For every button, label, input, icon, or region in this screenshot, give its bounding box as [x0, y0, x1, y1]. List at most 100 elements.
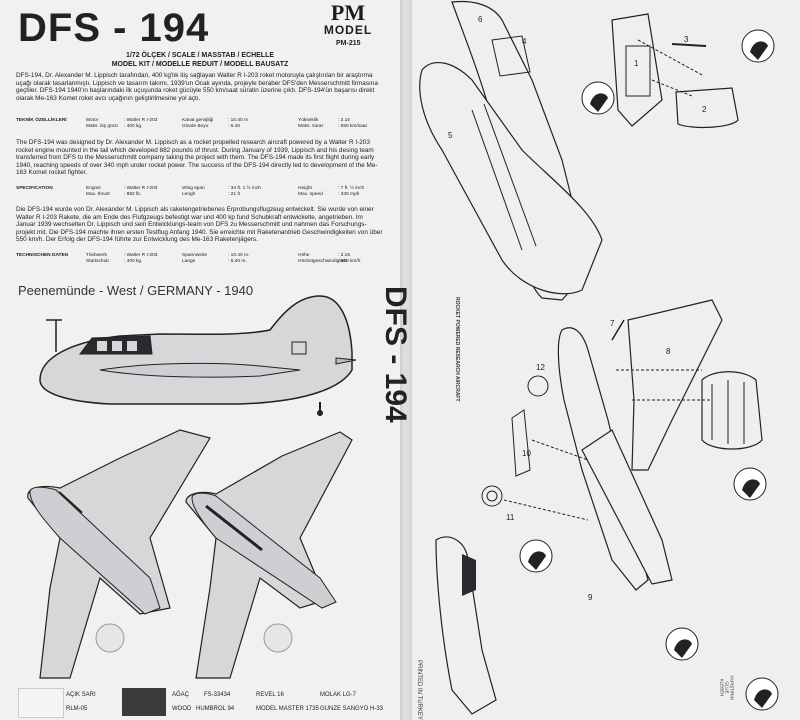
part-number: 6 — [478, 15, 483, 24]
part-1-outline — [611, 13, 663, 127]
part-number: 2 — [702, 105, 707, 114]
part-11-outline — [481, 485, 503, 507]
spec-cell: : 10.40 m — [228, 118, 248, 123]
scale-line: 1/72 ÖLÇEK / SCALE / MASSTAB / ECHELLE — [125, 52, 275, 59]
spec-cell: Gövde Boyu — [182, 124, 209, 129]
spec-cell: Height — [298, 186, 312, 191]
glue-marker — [733, 467, 767, 501]
part-number: 5 — [448, 131, 453, 140]
part-number: 12 — [536, 363, 545, 372]
planform-drawings — [27, 429, 353, 679]
spec-cell: Maks. itiş gücü — [86, 124, 118, 129]
paint-molak: MOLAK LG-7 — [320, 692, 357, 698]
part-number: 1 — [634, 59, 639, 68]
part-12-outline — [527, 375, 549, 397]
spec-cell: Triebwerk — [86, 253, 107, 258]
paint-gunze: GUNZE SANGYO H-33 — [320, 706, 384, 712]
spec-cell: : 7 ft. ½ inch — [338, 186, 365, 191]
spec-cell: : Walter R I-203 — [124, 186, 158, 191]
spec-cell: : Walter R I-203 — [124, 118, 158, 123]
glue-marker — [581, 81, 615, 115]
spec-cell: Max. thrust — [86, 192, 110, 197]
page-gutter — [400, 0, 412, 720]
printed-in-label: PRINTED IN TURKEY — [416, 660, 422, 720]
turkish-text: DFS-194, Dr. Alexander M. Lippisch taraf… — [16, 72, 378, 102]
german-specs: TECHNISCHEN DATEN Triebwerk : Walter R I… — [16, 253, 384, 265]
glue-marker — [519, 539, 553, 573]
spec-cell: Yükseklik — [298, 118, 319, 123]
location-caption: Peenemünde - West / GERMANY - 1940 — [18, 283, 254, 298]
paint-1-ref: RLM-05 — [66, 706, 88, 712]
spec-cell: Lange — [182, 259, 196, 264]
part-3-outline — [671, 43, 707, 47]
turkish-specs: TEKNİK ÖZELLİKLERİ Motor : Walter R I-20… — [16, 118, 384, 130]
paint-2-alt: WOOD — [172, 706, 192, 712]
glue-legend: YAPIŞTIRIN GLUE KLEBEN — [719, 675, 735, 700]
english-text: The DFS-194 was designed by Dr. Alexande… — [16, 139, 378, 177]
paint-2-name: AĞAÇ — [172, 692, 190, 698]
part-number: 4 — [522, 37, 527, 46]
spec-cell: : 882 lb. — [124, 192, 142, 197]
glue-marker — [665, 627, 699, 661]
spec-cell: : 2.15 — [338, 253, 351, 258]
part-number: 11 — [506, 513, 515, 522]
spec-cell: Höhe — [298, 253, 310, 258]
spec-label: TEKNİK ÖZELLİKLERİ — [16, 118, 67, 123]
completed-fuselage-outline — [435, 536, 497, 715]
logo-model: MODEL — [323, 23, 373, 37]
part-number: 9 — [588, 593, 593, 602]
logo-pm: PM — [330, 0, 366, 25]
paint-chart: AÇIK SARI RLM-05 AĞAÇ WOOD FS-33434 HUMB… — [0, 684, 400, 720]
paint-1-name: AÇIK SARI — [66, 692, 96, 698]
spec-cell: : 340 mph — [338, 192, 360, 197]
left-page: DFS - 194 PM MODEL PM-215 1/72 ÖLÇEK / S… — [0, 0, 400, 720]
spec-cell: Spannweite — [182, 253, 208, 258]
kit-line: MODEL KIT / MODELLE REDUIT / MODELL BAUS… — [111, 61, 289, 68]
paint-model-master: MODEL MASTER 1735 — [256, 706, 319, 712]
part-number-labels: 1 2 3 4 5 6 7 8 9 10 11 12 — [448, 15, 707, 602]
spec-cell: Max. speed — [298, 192, 323, 197]
swatch-light-yellow — [18, 688, 64, 718]
paint-revel: REVEL 16 — [256, 692, 284, 698]
spec-cell: Motor — [86, 118, 99, 123]
spec-cell: Engine — [86, 186, 101, 191]
spec-cell: : 550 km/h — [338, 259, 361, 264]
spec-cell: : 10.40 m. — [228, 253, 250, 258]
paint-2-humbrol: HUMBROL 94 — [196, 706, 235, 712]
spec-cell: Höchstgeschwindigkeit — [298, 259, 347, 264]
spec-cell: : 550 km/saat — [338, 124, 367, 129]
german-text: Die DFS-194 wurde von Dr. Alexander M. L… — [16, 206, 383, 244]
spec-cell: Lengh — [182, 192, 196, 197]
spec-cell: : 21 ft — [228, 192, 240, 197]
vertical-subtitle: ROCKET POWERED RESEARCH AIRCRAFT — [454, 297, 460, 402]
english-specs: SPECIFICATION Engine : Walter R I-203 Wi… — [16, 186, 384, 198]
spec-cell: Wing span — [182, 186, 205, 191]
part-number: 3 — [684, 35, 689, 44]
page-title: DFS - 194 — [18, 6, 210, 50]
spec-label: SPECIFICATION — [16, 186, 53, 191]
part-2-outline — [675, 87, 739, 129]
glue-marker — [745, 677, 779, 711]
spec-cell: : 6.40 — [228, 124, 241, 129]
part-10-outline — [511, 409, 531, 477]
part-number: 8 — [666, 347, 671, 356]
spec-cell: : 400 kg. — [124, 124, 143, 129]
spec-cell: Maks. sürat — [298, 124, 323, 129]
assembly-diagram: 1 2 3 4 5 6 7 8 9 10 11 12 — [419, 0, 779, 715]
spec-cell: : 34 ft. 1 ½ inch — [228, 186, 261, 191]
part-8-outline — [627, 299, 723, 471]
spec-cell: : 6.40 m. — [228, 259, 247, 264]
spec-cell: Kanat genişliği — [182, 118, 214, 123]
spec-cell: : 400 kg. — [124, 259, 143, 264]
part-number: 7 — [610, 319, 615, 328]
vertical-title: DFS - 194 — [379, 286, 412, 423]
swatch-wood — [122, 688, 166, 716]
kit-code: PM-215 — [336, 40, 361, 47]
spec-cell: Startschub — [86, 259, 109, 264]
part-number: 10 — [522, 449, 531, 458]
canopy-outline — [701, 371, 763, 450]
paint-2-fs: FS-33434 — [204, 692, 231, 698]
right-page: 1 2 3 4 5 6 7 8 9 10 11 12 — [412, 0, 800, 720]
spec-cell: : Walter R I-203 — [124, 253, 158, 258]
spec-label: TECHNISCHEN DATEN — [16, 253, 69, 258]
